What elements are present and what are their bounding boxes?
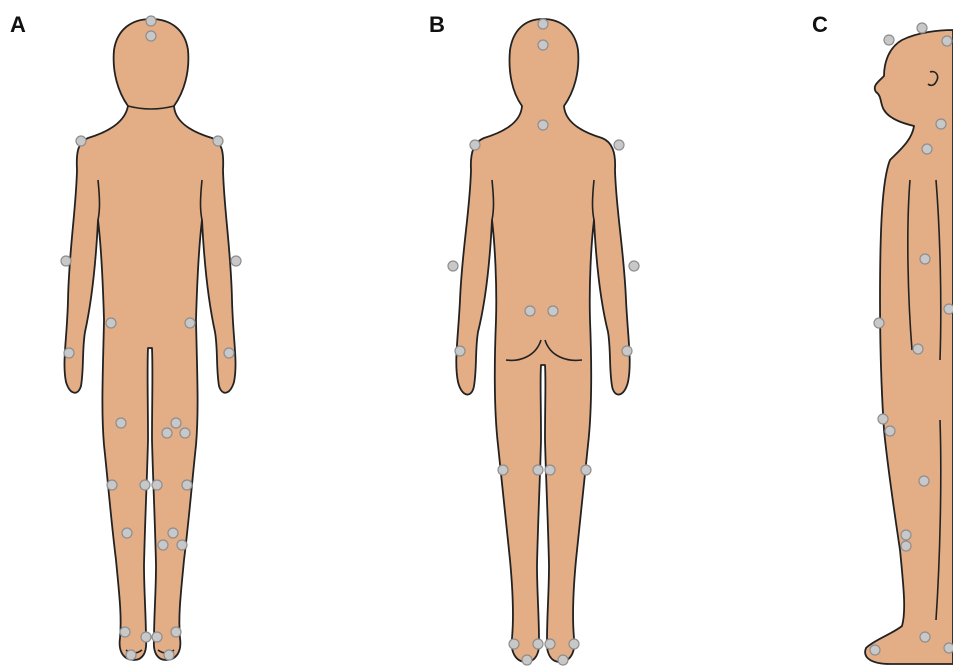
marker-back-19 [569, 639, 579, 649]
marker-side-1 [884, 35, 894, 45]
marker-front-16 [140, 480, 150, 490]
marker-front-19 [122, 528, 132, 538]
marker-back-15 [581, 465, 591, 475]
marker-back-8 [525, 306, 535, 316]
marker-front-20 [168, 528, 178, 538]
marker-back-4 [470, 140, 480, 150]
marker-back-16 [509, 639, 519, 649]
marker-front-12 [171, 418, 181, 428]
marker-side-5 [922, 144, 932, 154]
marker-front-3 [76, 136, 86, 146]
marker-front-27 [126, 650, 136, 660]
marker-back-13 [533, 465, 543, 475]
marker-front-14 [180, 428, 190, 438]
marker-back-17 [533, 639, 543, 649]
marker-side-17 [944, 643, 953, 653]
marker-side-6 [920, 254, 930, 264]
marker-front-10 [224, 348, 234, 358]
front-body-silhouette [64, 19, 235, 660]
marker-front-25 [152, 632, 162, 642]
marker-front-9 [64, 348, 74, 358]
marker-side-13 [901, 530, 911, 540]
marker-front-22 [177, 540, 187, 550]
marker-back-21 [558, 655, 568, 665]
marker-side-8 [913, 344, 923, 354]
marker-side-15 [920, 632, 930, 642]
marker-back-20 [522, 655, 532, 665]
marker-front-4 [213, 136, 223, 146]
marker-front-13 [162, 428, 172, 438]
marker-back-11 [622, 346, 632, 356]
marker-front-8 [185, 318, 195, 328]
marker-front-7 [106, 318, 116, 328]
marker-front-23 [120, 627, 130, 637]
marker-back-7 [629, 261, 639, 271]
marker-side-12 [919, 476, 929, 486]
marker-back-3 [538, 120, 548, 130]
marker-side-16 [870, 645, 880, 655]
marker-front-2 [146, 31, 156, 41]
marker-front-24 [141, 632, 151, 642]
marker-back-6 [448, 261, 458, 271]
marker-front-28 [164, 650, 174, 660]
marker-back-10 [455, 346, 465, 356]
marker-side-3 [942, 36, 952, 46]
marker-back-1 [538, 19, 548, 29]
marker-back-18 [545, 639, 555, 649]
marker-side-2 [917, 23, 927, 33]
marker-front-18 [182, 480, 192, 490]
back-body-silhouette [456, 19, 629, 662]
marker-side-4 [936, 119, 946, 129]
marker-side-14 [901, 541, 911, 551]
marker-back-2 [538, 40, 548, 50]
marker-front-6 [231, 256, 241, 266]
figure-front-view [64, 19, 235, 660]
marker-back-5 [614, 140, 624, 150]
marker-back-9 [548, 306, 558, 316]
marker-front-26 [171, 627, 181, 637]
marker-front-15 [107, 480, 117, 490]
marker-front-11 [116, 418, 126, 428]
marker-side-7 [874, 318, 884, 328]
marker-front-17 [152, 480, 162, 490]
marker-side-9 [944, 304, 953, 314]
marker-back-12 [498, 465, 508, 475]
marker-side-10 [878, 414, 888, 424]
marker-front-5 [61, 256, 71, 266]
marker-front-21 [158, 540, 168, 550]
marker-side-11 [885, 426, 895, 436]
figure-back-view [456, 19, 629, 662]
marker-back-14 [545, 465, 555, 475]
marker-front-1 [146, 16, 156, 26]
